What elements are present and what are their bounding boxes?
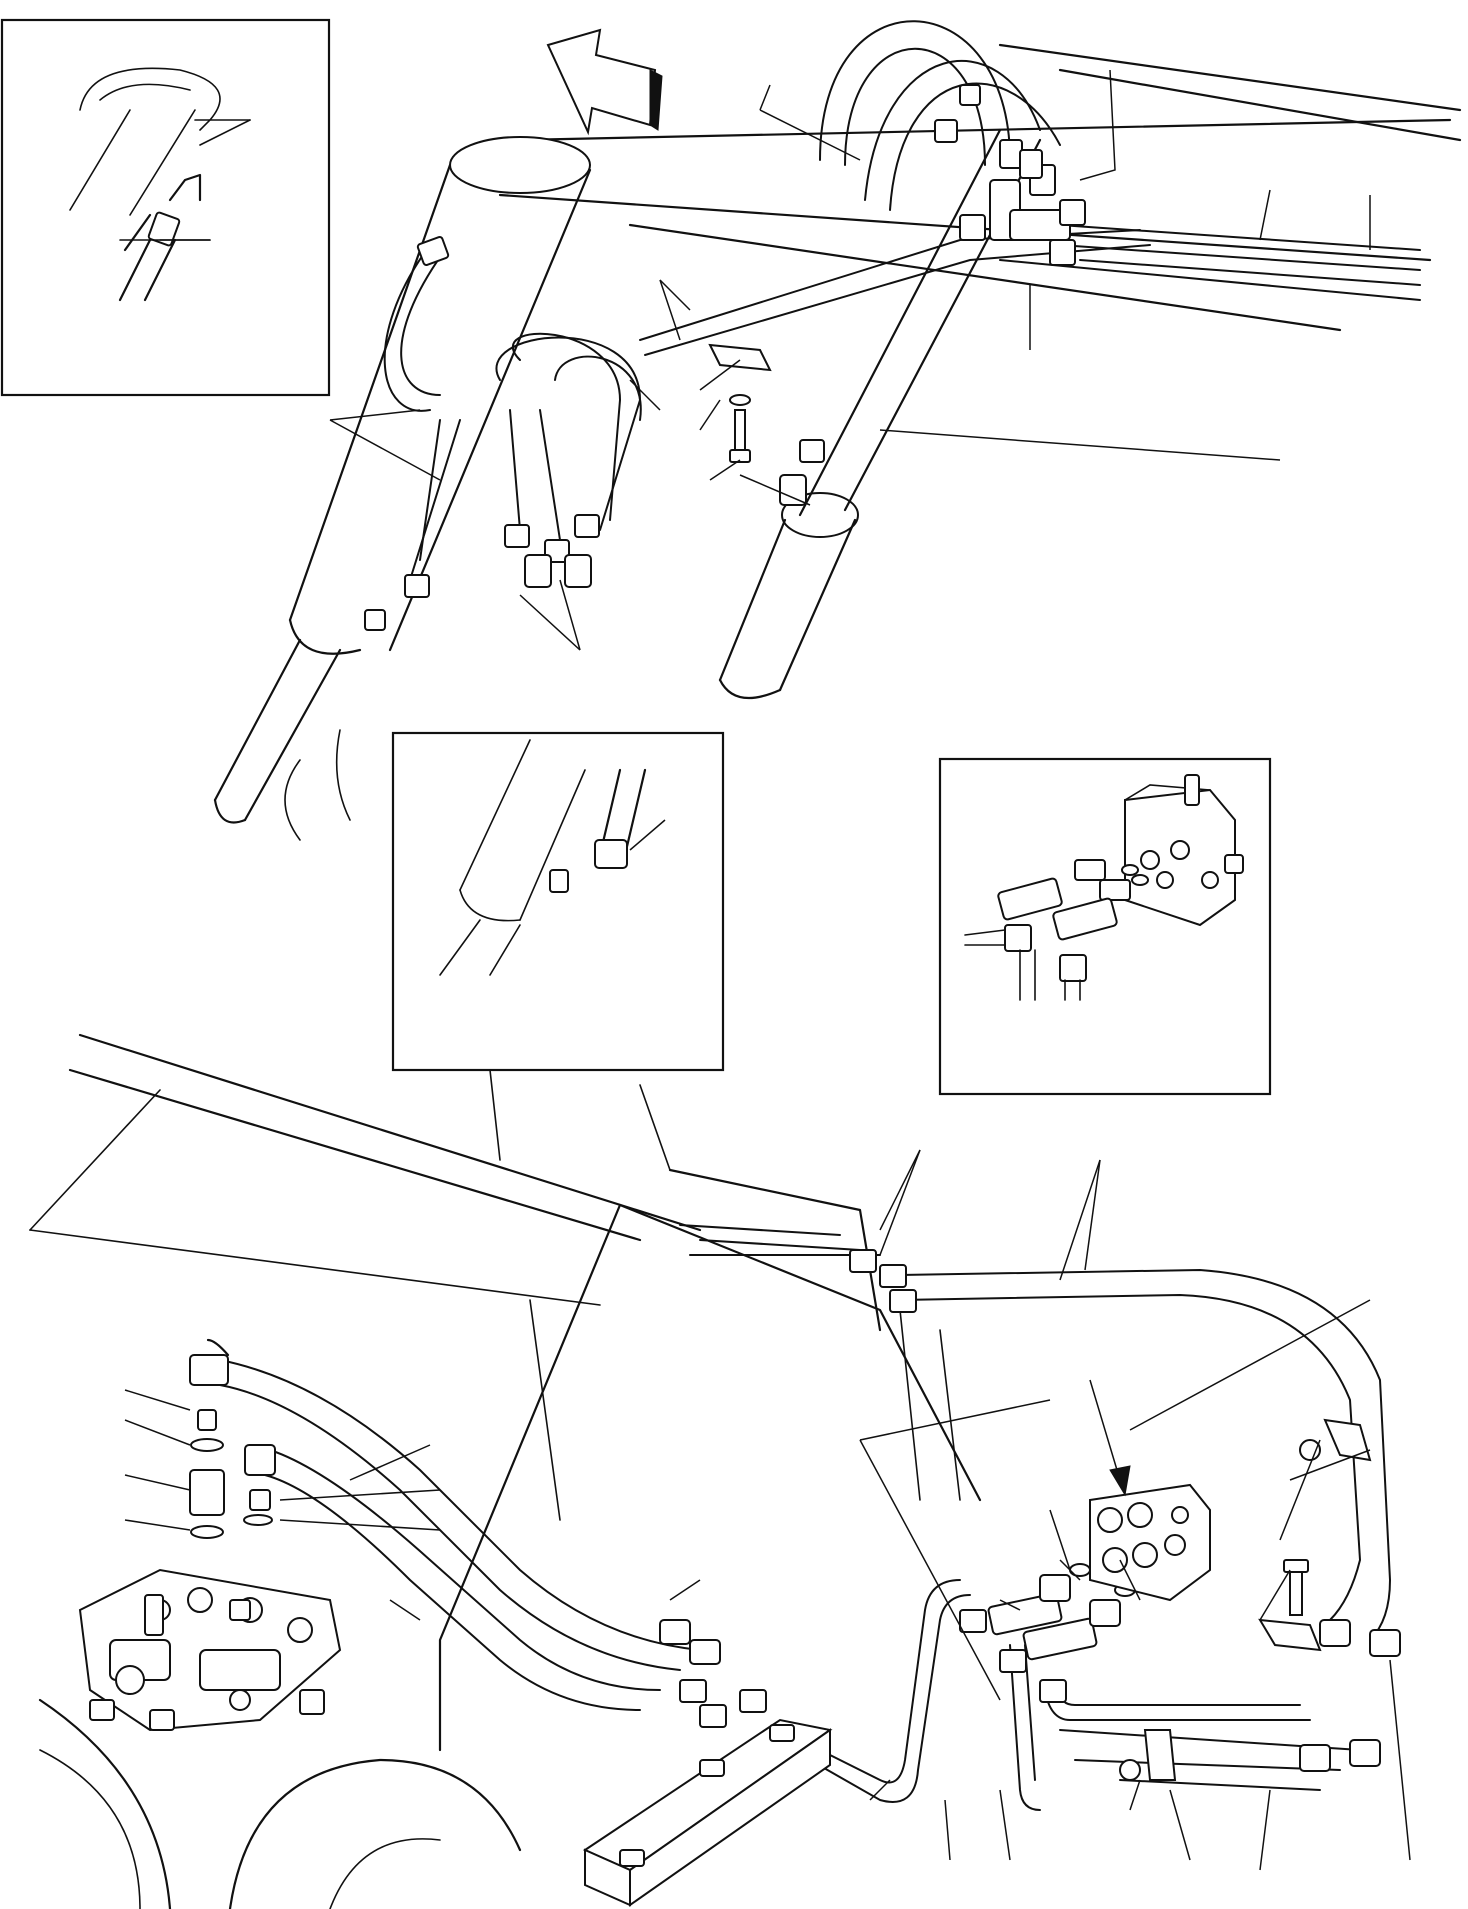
upper-tee-fittings xyxy=(959,139,1086,266)
right-boom-top xyxy=(998,43,1462,112)
detail-view-top-left xyxy=(0,18,331,397)
lower-hose-fittings xyxy=(849,1249,917,1313)
loader-boom-assembly xyxy=(213,20,1462,841)
lower-frame-assembly xyxy=(29,1033,982,1909)
lower-hose-clamps xyxy=(1119,1418,1401,1781)
lower-steel-lines xyxy=(799,1579,1361,1811)
upper-hose-loops xyxy=(383,20,1061,581)
hose-distribution-block xyxy=(582,1619,833,1907)
adapter-fitting-stack xyxy=(189,1338,276,1539)
boom-lower-line xyxy=(628,223,1342,332)
lower-tee-and-valve xyxy=(959,1483,1211,1703)
pointer-arrow-icon xyxy=(1089,1379,1131,1497)
hose-clamp-bracket xyxy=(708,343,772,463)
leader-lines-upper xyxy=(329,69,1371,651)
detail-view-valve xyxy=(938,757,1272,1096)
forward-direction-arrow-icon xyxy=(546,28,663,136)
upper-steel-lines xyxy=(639,224,1421,356)
leader-lines-lower xyxy=(124,1149,1411,1871)
main-control-valve xyxy=(78,1568,342,1732)
lower-hose-routing xyxy=(219,1224,1392,1711)
right-boom-mid xyxy=(1058,68,1462,142)
cylinder-end-fittings xyxy=(364,84,981,631)
detail-view-center xyxy=(391,731,725,1072)
left-lift-cylinder xyxy=(213,136,592,841)
